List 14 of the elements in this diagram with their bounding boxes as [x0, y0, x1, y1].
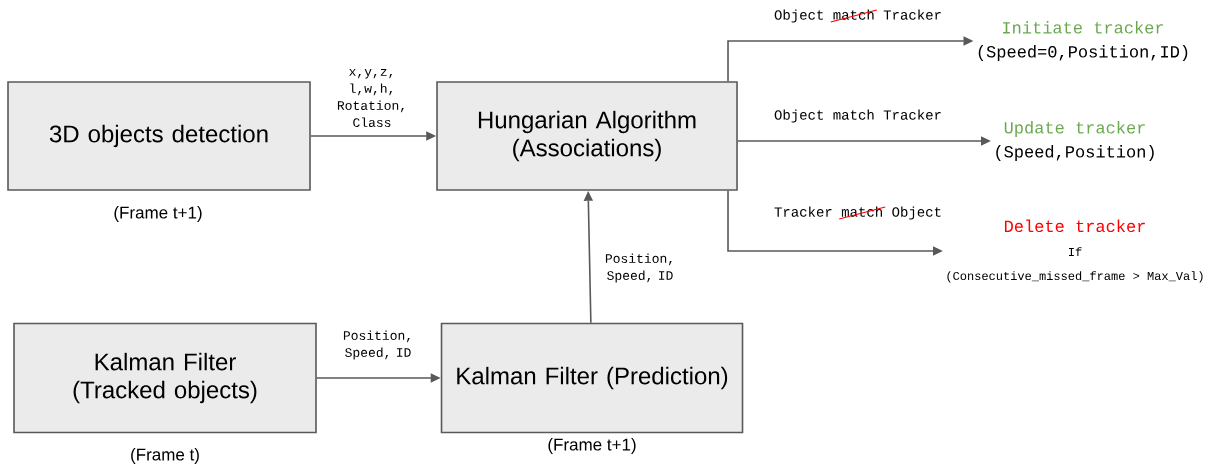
edge-label: Position, Speed, ID [594, 251, 686, 285]
outcome-text: Initiate tracker (Speed=0,Position,ID) [978, 21, 1188, 61]
edge-label: x,y,z, l,w,h, Rotation, Class [326, 67, 418, 129]
outcome-text: Delete tracker If (Consecutive_missed_frame > Max_Val) [947, 219, 1203, 283]
process-box: Kalman Filter (Prediction) [440, 322, 744, 434]
process-box: 3D objects detection [7, 81, 311, 191]
outcome-text: Update tracker (Speed,Position) [996, 121, 1154, 161]
frame-caption: (Frame t) [131, 448, 199, 464]
edge-label: Object match Tracker [772, 107, 945, 125]
frame-caption: (Frame t+1) [114, 206, 202, 222]
frame-caption: (Frame t+1) [548, 438, 636, 454]
edge-label: Position, Speed, ID [332, 328, 424, 362]
process-box: Hungarian Algorithm (Associations) [436, 81, 738, 191]
process-box: Kalman Filter (Tracked objects) [13, 322, 317, 434]
